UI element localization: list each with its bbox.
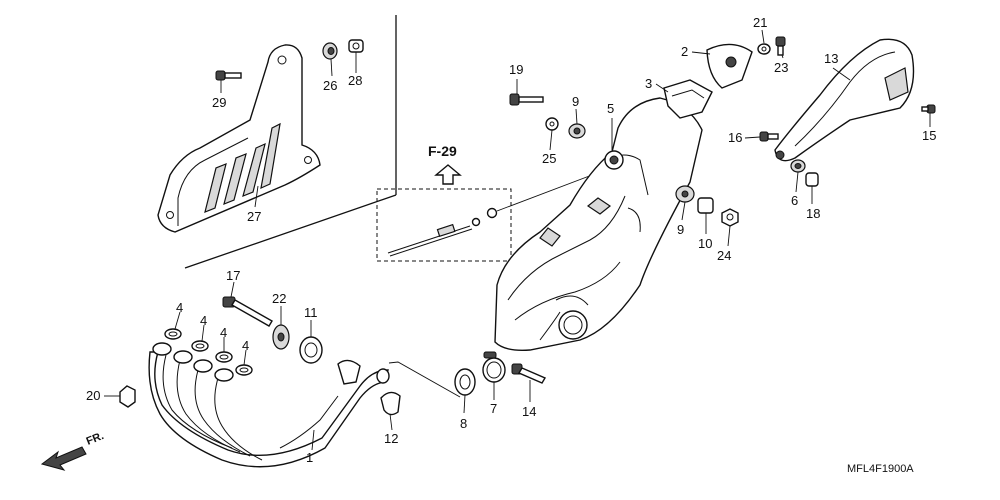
callout-16: 16 xyxy=(728,130,742,145)
callout-8: 8 xyxy=(460,416,467,431)
callout-19: 19 xyxy=(509,62,523,77)
reference-dashed-box xyxy=(376,188,512,262)
callout-21: 21 xyxy=(753,15,767,30)
callout-13: 13 xyxy=(824,51,838,66)
callout-20: 20 xyxy=(86,388,100,403)
callout-9a: 9 xyxy=(572,94,579,109)
callout-11: 11 xyxy=(304,305,318,320)
callout-6: 6 xyxy=(791,193,798,208)
rubber-22 xyxy=(272,324,290,350)
callout-17: 17 xyxy=(226,268,240,283)
callout-9b: 9 xyxy=(677,222,684,237)
heat-shield-cover xyxy=(157,44,321,233)
divider-diagonal xyxy=(184,194,397,269)
gasket-4-2 xyxy=(191,340,209,352)
stay-12 xyxy=(337,359,401,416)
callout-24: 24 xyxy=(717,248,731,263)
callout-4c: 4 xyxy=(220,325,227,340)
callout-15: 15 xyxy=(922,128,936,143)
washer-21 xyxy=(757,43,771,55)
rubber-9-lower xyxy=(675,185,695,203)
callout-25: 25 xyxy=(542,151,556,166)
gasket-4-1 xyxy=(164,328,182,340)
callout-2: 2 xyxy=(681,44,688,59)
leader-lines xyxy=(104,29,931,451)
callout-4a: 4 xyxy=(176,300,183,315)
collar-11 xyxy=(299,336,323,364)
muffler-cover-3 xyxy=(663,79,713,119)
bolt-23 xyxy=(775,36,786,56)
front-direction-arrow xyxy=(40,446,87,471)
collar-18 xyxy=(805,172,819,187)
bolt-16 xyxy=(759,131,779,142)
callout-28: 28 xyxy=(348,73,362,88)
exhaust-pipes xyxy=(148,342,390,468)
muffler xyxy=(494,97,703,352)
collar-10 xyxy=(697,197,714,214)
bolt-15 xyxy=(921,104,936,114)
rubber-9-upper xyxy=(568,123,586,139)
callout-7: 7 xyxy=(490,401,497,416)
band-7 xyxy=(482,351,506,383)
gasket-4-3 xyxy=(215,351,233,363)
reference-arrow xyxy=(434,164,462,185)
bracket-2 xyxy=(706,43,753,89)
callout-4d: 4 xyxy=(242,338,249,353)
gasket-8 xyxy=(454,368,476,396)
nut-20 xyxy=(119,385,136,408)
diagram-code: MFL4F1900A xyxy=(847,463,914,475)
callout-22: 22 xyxy=(272,291,286,306)
nut-24 xyxy=(721,208,739,227)
callout-3: 3 xyxy=(645,76,652,91)
bolt-14 xyxy=(511,363,547,384)
callout-4b: 4 xyxy=(200,313,207,328)
side-protector xyxy=(774,38,915,162)
callout-29: 29 xyxy=(212,95,226,110)
callout-26: 26 xyxy=(323,78,337,93)
callout-23: 23 xyxy=(774,60,788,75)
bolt-29 xyxy=(215,70,242,81)
washer-25 xyxy=(545,117,559,131)
callout-5: 5 xyxy=(607,101,614,116)
callout-12: 12 xyxy=(384,431,398,446)
callout-14: 14 xyxy=(522,404,536,419)
grommet-6 xyxy=(790,159,806,173)
bolt-17 xyxy=(222,296,273,327)
collar-28 xyxy=(348,39,364,53)
gasket-4-4 xyxy=(235,364,253,376)
callout-1: 1 xyxy=(306,450,313,465)
callout-27: 27 xyxy=(247,209,261,224)
grommet-26 xyxy=(322,42,338,60)
reference-label: F-29 xyxy=(428,143,457,159)
mount-rod xyxy=(387,174,593,257)
callout-10: 10 xyxy=(698,236,712,251)
callout-18: 18 xyxy=(806,206,820,221)
bolt-19 xyxy=(509,93,544,106)
direction-label: FR. xyxy=(85,430,106,448)
